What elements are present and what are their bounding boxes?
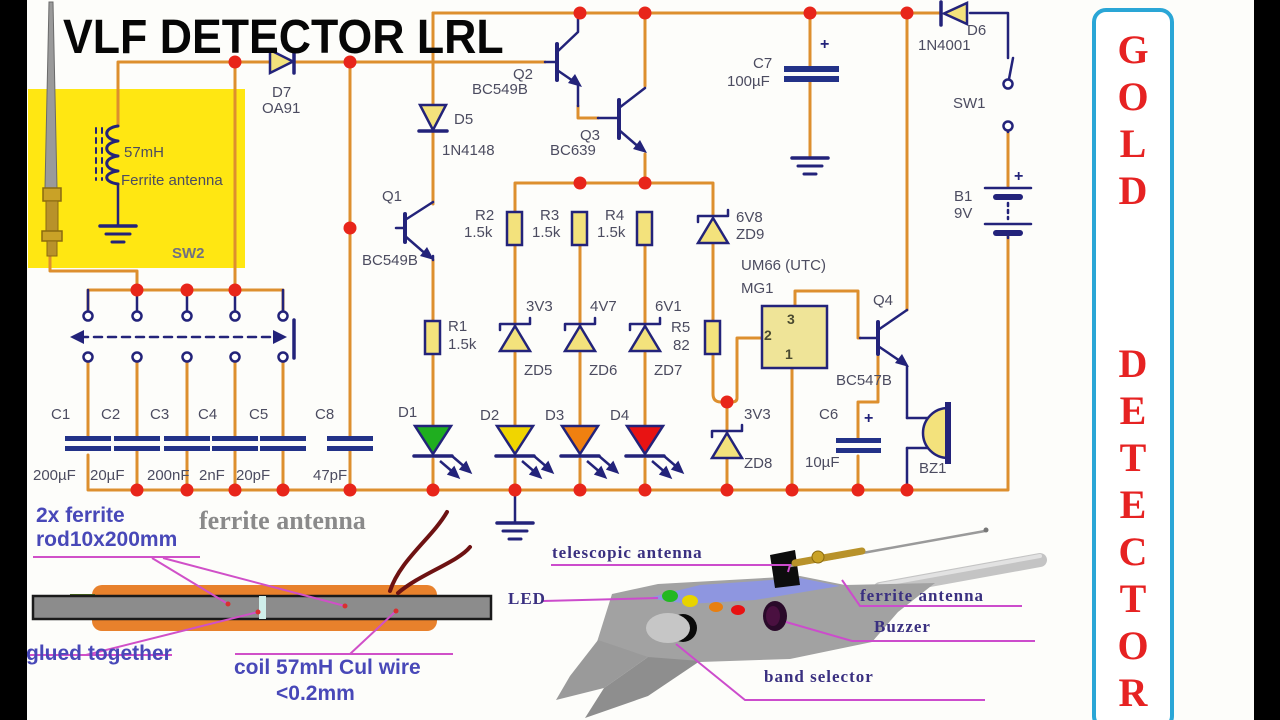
zd9-zener-symbol: [695, 215, 731, 245]
device-antenna-base: [791, 547, 866, 567]
r2-symbol: [505, 210, 524, 247]
r4-symbol: [635, 210, 654, 247]
rod-annotation-tips: [225, 601, 399, 615]
band-switch-contacts: [82, 78, 1014, 363]
d2-led-symbol: [494, 424, 536, 457]
left-letterbox-strip: [0, 0, 27, 720]
r3-symbol: [570, 210, 589, 247]
gold-panel-letter: E: [1119, 482, 1147, 527]
device-led-orange: [709, 602, 723, 612]
resistor-symbols: [423, 210, 722, 356]
device-annotation-lines: [542, 564, 1035, 701]
capacitor-symbols: [65, 66, 881, 453]
ferrite-antenna-highlight-box: [28, 89, 245, 268]
device-led-red: [731, 605, 745, 615]
gold-panel-letter: C: [1118, 529, 1148, 574]
page-title: VLF DETECTOR LRL: [63, 11, 504, 64]
d4-led-symbol: [624, 424, 666, 457]
device-handle-lower: [585, 657, 700, 718]
component-leads: [78, 0, 1033, 541]
r5-symbol: [703, 319, 722, 356]
device-antenna-mount: [770, 550, 800, 588]
buzzer-symbol: [921, 402, 951, 464]
transistor-arrows: [420, 74, 909, 367]
gold-panel-letter: R: [1118, 670, 1148, 715]
gold-panel-letter: L: [1119, 121, 1147, 166]
diode-symbols: [268, 1, 969, 460]
gold-panel-letter: O: [1117, 623, 1149, 668]
detector-device-sketch: [556, 527, 1047, 718]
zd6-zener-symbol: [562, 323, 598, 353]
gold-panel-letter: E: [1119, 388, 1147, 433]
d6-diode-symbol: [940, 1, 969, 26]
gold-panel-letter: D: [1118, 341, 1148, 386]
d7-diode-symbol: [268, 47, 296, 76]
um66-ic-symbol: [760, 304, 829, 370]
right-letterbox-strip: [1254, 0, 1280, 720]
zd7-zener-symbol: [627, 323, 663, 353]
device-handle-upper: [556, 640, 648, 700]
zd5-zener-symbol: [497, 323, 533, 353]
gold-panel-letter: T: [1119, 435, 1147, 480]
telescopic-antenna-sketch: [41, 1, 63, 257]
gold-panel-letter: G: [1117, 27, 1149, 72]
rod-annotation-lines: [30, 556, 453, 656]
r1-symbol: [423, 319, 442, 356]
d3-led-symbol: [559, 424, 601, 457]
led-emission-arrows: [439, 455, 685, 480]
gold-panel-letter: D: [1118, 168, 1148, 213]
gold-panel-letter: T: [1119, 576, 1147, 621]
ferrite-rod-sketch: [31, 510, 493, 631]
device-led-green: [662, 590, 678, 602]
device-band-knob: [646, 613, 690, 643]
junction-dots: [130, 6, 914, 497]
device-led-yellow: [682, 595, 698, 607]
d5-diode-symbol: [417, 103, 449, 133]
gold-panel-letter: O: [1117, 74, 1149, 119]
zd8-zener-symbol: [709, 430, 745, 460]
d1-led-symbol: [412, 424, 454, 457]
band-switch-arrows: [70, 330, 287, 344]
